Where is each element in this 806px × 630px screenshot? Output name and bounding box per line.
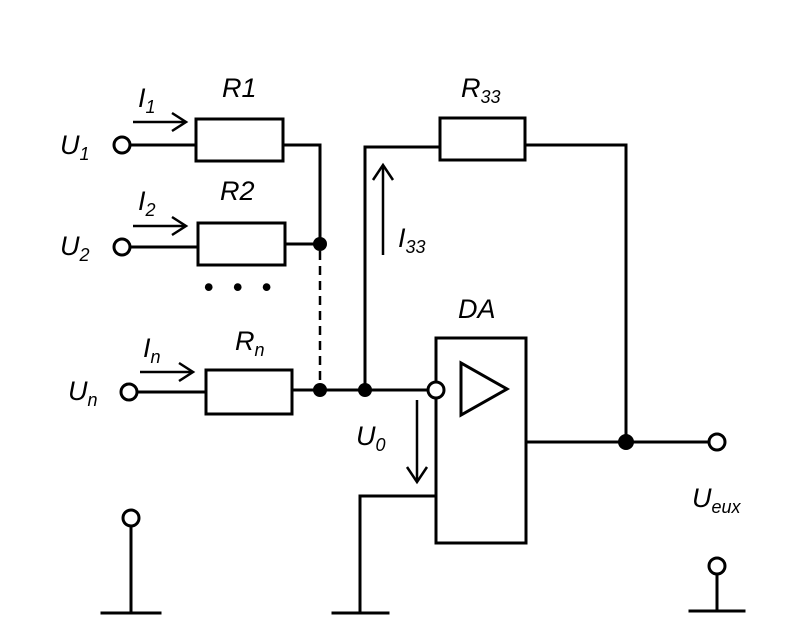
opamp-da xyxy=(434,336,528,545)
input-terminal-u1 xyxy=(112,135,132,155)
label-ellipsis: • • • xyxy=(204,272,277,302)
label-r1: R1 xyxy=(222,73,257,103)
wire-opamp-ground xyxy=(358,494,438,615)
resistor-r1 xyxy=(194,117,285,163)
node-rn xyxy=(313,383,327,397)
resistor-r2 xyxy=(196,221,287,267)
label-u1: U1 xyxy=(60,130,90,164)
label-un: Un xyxy=(68,376,98,410)
node-output xyxy=(618,434,634,450)
label-in: In xyxy=(143,333,161,367)
resistor-r33 xyxy=(438,116,527,162)
output-terminal xyxy=(707,432,727,452)
resistor-rn xyxy=(204,368,294,416)
label-i2: I2 xyxy=(138,186,156,220)
arrow-i33-head xyxy=(371,162,395,181)
label-u0: U0 xyxy=(356,421,386,455)
input-terminal-un xyxy=(119,382,139,402)
label-da: DA xyxy=(458,294,496,324)
node-r2 xyxy=(313,237,327,251)
label-uout: Ueux xyxy=(692,483,742,517)
input-terminal-u2 xyxy=(112,237,132,257)
wire-r1-bus xyxy=(281,143,322,246)
ground-terminal-right xyxy=(707,556,727,576)
arrow-in-head xyxy=(178,361,196,383)
label-r33: R33 xyxy=(461,73,501,107)
opamp-inverting-input xyxy=(426,380,446,400)
label-i1: I1 xyxy=(138,83,156,117)
label-rn: Rn xyxy=(235,326,265,360)
arrow-u0-head xyxy=(405,466,429,485)
label-u2: U2 xyxy=(60,231,90,265)
ground-terminal-left xyxy=(121,508,141,528)
wire-feedback-left xyxy=(363,145,442,392)
arrow-i2-head xyxy=(171,215,189,237)
label-i33: I33 xyxy=(398,223,426,257)
wire-feedback-right xyxy=(523,143,628,444)
arrow-i1-head xyxy=(171,111,189,133)
opamp-triangle-icon xyxy=(459,360,511,418)
label-r2: R2 xyxy=(220,176,255,206)
